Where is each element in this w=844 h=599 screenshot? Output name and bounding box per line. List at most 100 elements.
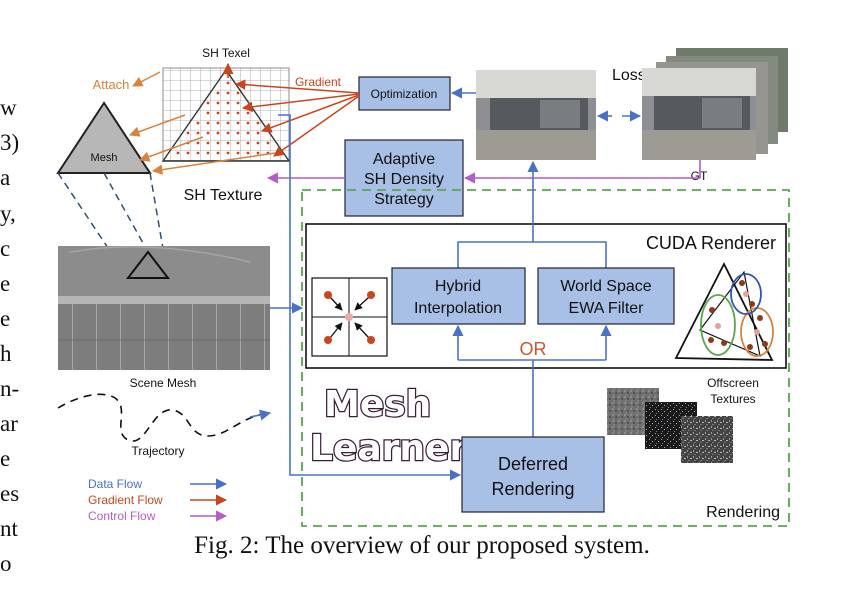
texel-dot <box>226 151 230 155</box>
texel-dot <box>236 121 240 125</box>
hybrid-label-line1: Hybrid <box>435 278 481 295</box>
gradient-arrow <box>261 94 360 133</box>
mesh-projection-line <box>57 172 129 279</box>
texel-dot <box>246 111 250 115</box>
left-fragment: w <box>0 95 17 120</box>
scene-mesh-facade <box>58 304 270 370</box>
texel-dot <box>246 121 250 125</box>
scene-mesh-arch <box>69 246 251 263</box>
mesh-projection-line <box>103 172 149 253</box>
renderer-merge-line <box>457 241 607 268</box>
interp-arrow <box>329 296 343 311</box>
texel-dot <box>226 101 230 105</box>
texel-dot <box>216 141 220 145</box>
interp-center-dot <box>345 313 353 321</box>
attach-arrow <box>139 136 204 162</box>
offscreen-label-line1: Offscreen <box>707 376 759 390</box>
texture-data-flow <box>278 114 462 481</box>
deferred-rendering-box <box>461 436 605 513</box>
attach-label: Attach <box>93 77 130 92</box>
legend-gradient-flow-label: Gradient Flow <box>88 493 163 507</box>
ewa-dot <box>739 280 745 286</box>
texel-dot <box>196 141 200 145</box>
gradient-arrow <box>234 79 360 94</box>
texel-dot <box>226 131 230 135</box>
texel-dot <box>226 91 230 95</box>
gt-ground <box>642 130 756 160</box>
left-fragment: e <box>0 446 11 471</box>
texel-dot <box>186 131 190 135</box>
interp-sample-dot <box>324 291 332 299</box>
texel-dot <box>216 111 220 115</box>
optimization-label: Optimization <box>371 87 438 101</box>
texel-dot <box>236 91 240 95</box>
trajectory-arrow <box>249 409 272 421</box>
adaptive-label-line2: SH Density <box>364 171 444 188</box>
texel-dot <box>186 151 190 155</box>
ewa-dot <box>754 329 760 335</box>
render-ground <box>476 130 596 160</box>
legend: Data Flow Gradient Flow Control Flow <box>88 477 228 523</box>
interp-sample-dot <box>367 336 375 344</box>
rendered-image <box>476 70 596 160</box>
left-fragment: ar <box>0 411 18 436</box>
texel-dot <box>216 121 220 125</box>
sh-texture-grid <box>162 67 290 162</box>
or-label-bg <box>512 338 556 358</box>
texel-dot <box>236 131 240 135</box>
texel-dot <box>176 151 180 155</box>
trajectory-path <box>57 393 263 442</box>
gradient-arrow <box>273 95 360 157</box>
scene-mesh-upper <box>58 246 270 296</box>
texel-dot <box>226 121 230 125</box>
ewa-dot <box>721 340 727 346</box>
interp-arrow <box>329 322 343 339</box>
optimization-box <box>358 76 451 111</box>
left-fragment: e <box>0 271 11 296</box>
texel-dot <box>206 101 210 105</box>
texel-dot <box>236 101 240 105</box>
adaptive-label-line1: Adaptive <box>373 151 435 168</box>
left-fragment: nt <box>0 516 18 541</box>
scene-mesh-label: Scene Mesh <box>130 376 197 390</box>
left-fragment: a <box>0 165 11 190</box>
interp-sample-dot <box>367 291 375 299</box>
scene-mesh-ledge <box>58 296 270 304</box>
attach-arrow <box>132 71 161 87</box>
ewa-dot <box>747 344 753 350</box>
ewa-green-ellipse <box>700 294 736 356</box>
scene-mesh-triangle <box>125 250 171 279</box>
gradient-label: Gradient <box>295 75 342 89</box>
texel-dot <box>226 111 230 115</box>
ewa-dot <box>708 337 714 343</box>
texel-dot <box>196 131 200 135</box>
deferred-label-line2: Rendering <box>491 479 574 499</box>
texel-dot <box>236 151 240 155</box>
ewa-dot <box>715 323 721 329</box>
cuda-renderer-label: CUDA Renderer <box>646 233 776 253</box>
texel-dot <box>206 141 210 145</box>
adaptive-sh-density-box <box>344 139 464 217</box>
left-fragment: h <box>0 341 12 366</box>
texel-dot <box>226 141 230 145</box>
texel-dot <box>256 131 260 135</box>
render-upper-facade <box>476 70 596 98</box>
texel-dot <box>236 111 240 115</box>
deferred-label-line1: Deferred <box>498 454 568 474</box>
ewa-blue-ellipse <box>730 273 762 315</box>
left-fragment: 3) <box>0 130 20 155</box>
left-fragment: n- <box>0 376 20 401</box>
interp-arrow <box>354 296 370 311</box>
ewa-dot <box>757 315 763 321</box>
hybrid-interpolation-box <box>391 267 526 325</box>
ewa-label-line2: EWA Filter <box>569 300 645 317</box>
ewa-dot <box>743 291 749 297</box>
texel-dot <box>196 151 200 155</box>
ewa-filter-box <box>537 267 675 325</box>
gradient-arrow <box>241 93 360 113</box>
texel-dot <box>246 151 250 155</box>
offscreen-texture-3 <box>681 416 733 463</box>
left-fragment: es <box>0 481 20 506</box>
loss-label: Loss <box>612 67 646 84</box>
texel-dot <box>236 141 240 145</box>
